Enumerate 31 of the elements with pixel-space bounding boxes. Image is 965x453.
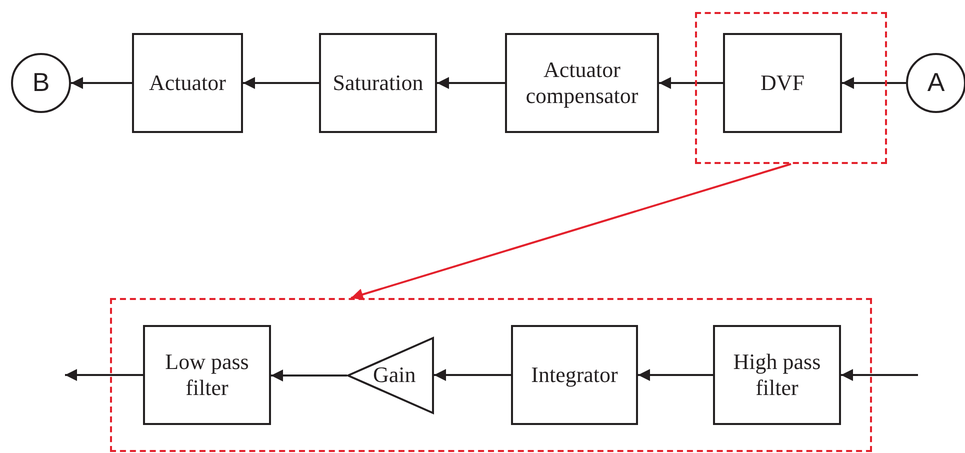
block-label: Actuator compensator bbox=[524, 56, 640, 110]
process-box bbox=[505, 33, 659, 133]
block-label: A bbox=[927, 67, 945, 99]
process-box bbox=[511, 325, 638, 425]
arrow bbox=[71, 77, 132, 89]
process-box bbox=[713, 325, 841, 425]
process-box bbox=[319, 33, 437, 133]
block-label: Low pass filter bbox=[164, 348, 250, 402]
block-label: Gain bbox=[372, 362, 416, 389]
block-label: B bbox=[32, 67, 50, 99]
block-label: Actuator bbox=[148, 70, 227, 96]
block-label: DVF bbox=[759, 70, 806, 96]
arrow bbox=[841, 369, 918, 381]
dashed-region bbox=[695, 12, 887, 164]
block-label: Saturation bbox=[332, 70, 424, 96]
process-box bbox=[143, 325, 271, 425]
process-box bbox=[723, 33, 842, 133]
block-label: High pass filter bbox=[732, 348, 822, 402]
arrow bbox=[842, 77, 906, 89]
arrow bbox=[437, 77, 505, 89]
arrow bbox=[659, 77, 723, 89]
arrow bbox=[65, 369, 143, 381]
dashed-region bbox=[110, 298, 872, 452]
arrow bbox=[638, 369, 713, 381]
arrow bbox=[271, 370, 347, 382]
arrow bbox=[434, 369, 511, 381]
arrow bbox=[350, 163, 792, 300]
arrow bbox=[243, 77, 319, 89]
block-label: Integrator bbox=[530, 362, 619, 388]
process-box bbox=[132, 33, 243, 133]
gain-triangle bbox=[347, 337, 434, 414]
